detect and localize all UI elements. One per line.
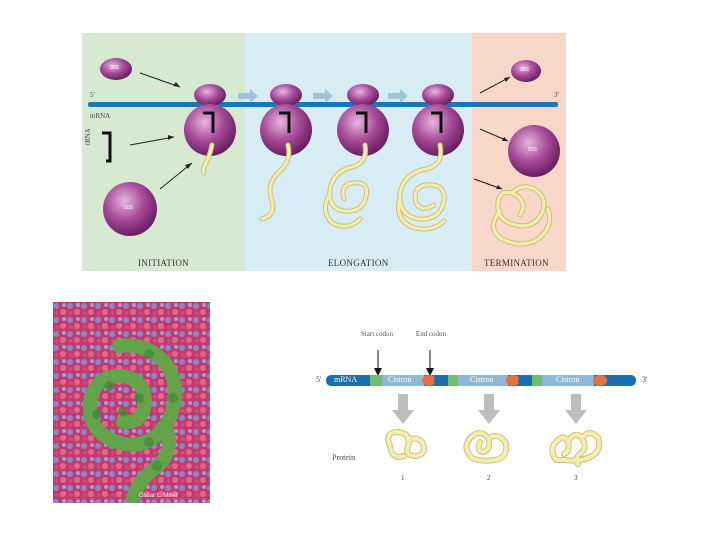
cistron-label-3: Cistron: [556, 375, 580, 384]
cistron-label-2: Cistron: [470, 375, 494, 384]
flow-arrow-2: [313, 89, 333, 103]
label-5-prime: 5': [90, 91, 95, 99]
ribosome-small-1: [194, 84, 226, 106]
ribosome-large-3: [337, 104, 389, 156]
cistron-diagram: Start codon End codon: [312, 328, 656, 488]
label-50s-termination: 50S: [528, 147, 537, 153]
stage-elongation: ELONGATION: [328, 258, 389, 268]
cistron-svg: [326, 350, 636, 467]
stage-initiation: INITIATION: [138, 258, 189, 268]
translation-svg: [82, 33, 566, 271]
down-arrow-2: [478, 394, 500, 424]
down-arrow-3: [565, 394, 587, 424]
protein-number-2: 2: [487, 474, 491, 482]
ribosome-large-1: [184, 104, 236, 156]
ribosome-small-3: [347, 84, 379, 106]
label-30s-termination: 30S: [520, 67, 529, 73]
label-mrna: mRNA: [90, 112, 111, 120]
micrograph-caption: Oscar L. Miller: [139, 493, 178, 499]
released-large-subunit: [508, 125, 560, 177]
label-50s-initiation: 50S: [124, 205, 133, 211]
protein-label: Protein: [332, 453, 356, 462]
micrograph-image: Oscar L. Miller: [53, 302, 210, 503]
protein-2: [463, 430, 510, 464]
protein-3: [549, 430, 603, 467]
end-codon-label: End codon: [415, 330, 447, 338]
ribosome-small-4: [422, 84, 454, 106]
translation-diagram: 30S 50S 30S 50S 5' 3' mRNA tRNA INITIATI…: [82, 33, 566, 271]
protein-number-3: 3: [574, 474, 578, 482]
stage-termination: TERMINATION: [484, 258, 549, 268]
start-codon-label: Start codon: [360, 330, 394, 338]
flow-arrow-1: [238, 89, 258, 103]
ribosome-large-2: [260, 104, 312, 156]
down-arrow-1: [392, 394, 414, 424]
free-large-subunit: [103, 182, 157, 236]
polysome-spiral: [83, 338, 182, 503]
ribosome-small-2: [270, 84, 302, 106]
label-trna: tRNA: [84, 128, 92, 145]
cistron-5-prime: 5': [316, 375, 322, 384]
released-small-subunit: [511, 60, 541, 82]
protein-1: [385, 428, 427, 460]
flow-arrow-3: [388, 89, 408, 103]
protein-number-1: 1: [401, 474, 405, 482]
cistron-mrna-label: mRNA: [334, 375, 358, 384]
ribosome-large-4: [412, 104, 464, 156]
label-3-prime: 3': [554, 91, 559, 99]
free-small-subunit: [100, 58, 132, 80]
cistron-3-prime: 3': [642, 375, 648, 384]
cistron-label-1: Cistron: [388, 375, 412, 384]
trna-icon: [102, 131, 112, 163]
mrna-strand: [88, 102, 558, 107]
label-30s-initiation: 30S: [110, 65, 119, 71]
